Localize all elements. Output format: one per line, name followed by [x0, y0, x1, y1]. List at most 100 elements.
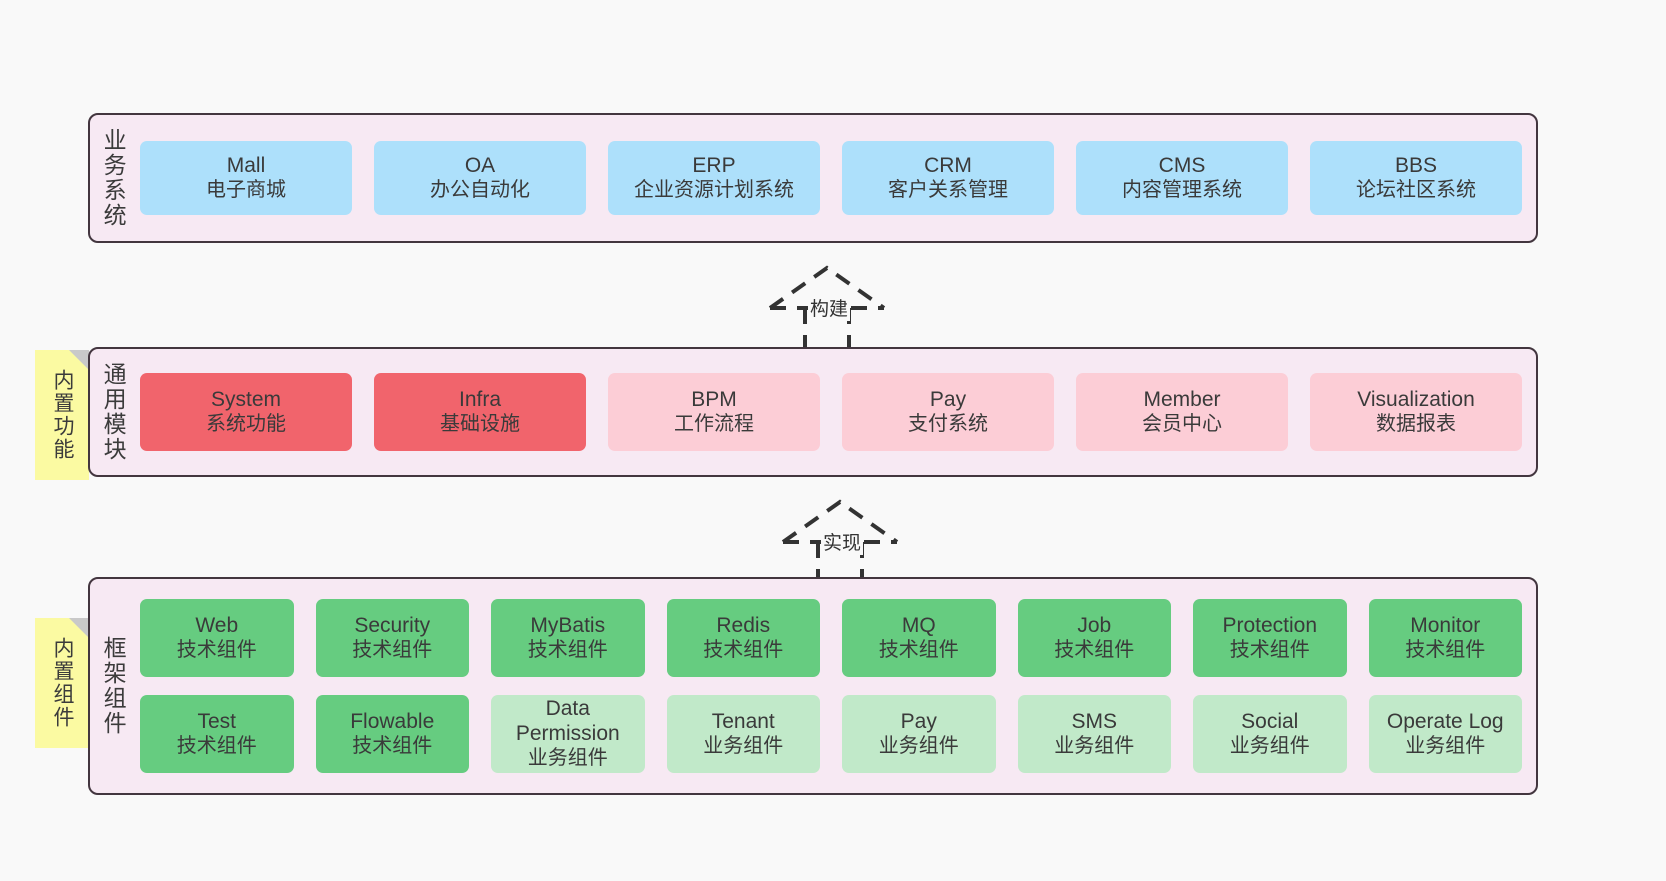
box-title: Tenant: [711, 709, 775, 733]
box-title: Job: [1077, 613, 1112, 637]
box-title: SMS: [1071, 709, 1117, 733]
box-subtitle: 业务组件: [1054, 734, 1135, 757]
box-subtitle: 内容管理系统: [1122, 178, 1242, 201]
box-title: MyBatis: [530, 613, 606, 637]
box-subtitle: 会员中心: [1142, 412, 1222, 435]
box-subtitle: 技术组件: [703, 638, 784, 661]
box-title: Protection: [1222, 613, 1318, 637]
box-mall[interactable]: Mall 电子商城: [140, 141, 352, 215]
box-member[interactable]: Member 会员中心: [1076, 373, 1288, 451]
layer-body-framework-components: Web 技术组件 Security 技术组件 MyBatis 技术组件 Redi…: [136, 579, 1536, 793]
box-subtitle: 办公自动化: [430, 178, 530, 201]
box-infra[interactable]: Infra 基础设施: [374, 373, 586, 451]
box-crm[interactable]: CRM 客户关系管理: [842, 141, 1054, 215]
box-social[interactable]: Social 业务组件: [1193, 695, 1347, 773]
box-title: ERP: [692, 153, 736, 177]
box-test[interactable]: Test 技术组件: [140, 695, 294, 773]
box-title: Pay: [900, 709, 937, 733]
box-pay-business[interactable]: Pay 业务组件: [842, 695, 996, 773]
box-title: Operate Log: [1386, 709, 1504, 733]
box-title: Infra: [458, 387, 502, 411]
box-title: Member: [1143, 387, 1221, 411]
box-title: Social: [1241, 709, 1299, 733]
arrowhead-triangle-dashed: [768, 265, 886, 310]
layer-title-framework-components: 框架组件: [100, 636, 127, 736]
box-title: Redis: [716, 613, 771, 637]
box-bpm[interactable]: BPM 工作流程: [608, 373, 820, 451]
box-subtitle: 电子商城: [206, 178, 286, 201]
box-subtitle: 系统功能: [206, 412, 286, 435]
box-title: Web: [195, 613, 239, 637]
box-erp[interactable]: ERP 企业资源计划系统: [608, 141, 820, 215]
box-title: System: [210, 387, 281, 411]
box-title: CMS: [1158, 153, 1206, 177]
layer-title-business-systems: 业务系统: [100, 128, 127, 228]
box-subtitle: 数据报表: [1376, 412, 1456, 435]
box-subtitle: 技术组件: [352, 638, 433, 661]
box-title: Monitor: [1410, 613, 1481, 637]
box-subtitle: 技术组件: [1054, 638, 1135, 661]
box-system[interactable]: System 系统功能: [140, 373, 352, 451]
box-subtitle: 技术组件: [527, 638, 608, 661]
layer-framework-components: 框架组件 Web 技术组件 Security 技术组件 MyBatis 技术组件…: [88, 577, 1538, 795]
note-fold-corner-icon: [69, 618, 89, 638]
box-oa[interactable]: OA 办公自动化: [374, 141, 586, 215]
box-subtitle: 企业资源计划系统: [634, 178, 794, 201]
box-security[interactable]: Security 技术组件: [315, 599, 469, 677]
box-subtitle: 业务组件: [878, 734, 959, 757]
box-redis[interactable]: Redis 技术组件: [666, 599, 820, 677]
box-cms[interactable]: CMS 内容管理系统: [1076, 141, 1288, 215]
box-subtitle: 技术组件: [878, 638, 959, 661]
box-row: Web 技术组件 Security 技术组件 MyBatis 技术组件 Redi…: [140, 599, 1522, 677]
box-row: Mall 电子商城 OA 办公自动化 ERP 企业资源计划系统 CRM 客户关系…: [140, 141, 1522, 215]
box-flowable[interactable]: Flowable 技术组件: [315, 695, 469, 773]
box-tenant[interactable]: Tenant 业务组件: [666, 695, 820, 773]
box-subtitle: 技术组件: [352, 734, 433, 757]
connector-implement: 实现: [768, 492, 918, 584]
layer-common-modules: 通用模块 System 系统功能 Infra 基础设施 BPM 工作流程 Pay…: [88, 347, 1538, 477]
box-sms[interactable]: SMS 业务组件: [1017, 695, 1171, 773]
box-title: BPM: [691, 387, 737, 411]
box-bbs[interactable]: BBS 论坛社区系统: [1310, 141, 1522, 215]
note-builtin-features: 内置功能: [35, 350, 89, 480]
box-subtitle: 业务组件: [1229, 734, 1310, 757]
box-visualization[interactable]: Visualization 数据报表: [1310, 373, 1522, 451]
box-subtitle: 客户关系管理: [888, 178, 1008, 201]
box-monitor[interactable]: Monitor 技术组件: [1368, 599, 1522, 677]
layer-title-common-modules: 通用模块: [100, 362, 127, 462]
box-web[interactable]: Web 技术组件: [140, 599, 294, 677]
box-subtitle: 支付系统: [908, 412, 988, 435]
note-text: 内置功能: [51, 369, 75, 461]
box-mq[interactable]: MQ 技术组件: [842, 599, 996, 677]
box-subtitle: 工作流程: [674, 412, 754, 435]
box-title: BBS: [1394, 153, 1438, 177]
box-subtitle: 技术组件: [1405, 638, 1486, 661]
box-subtitle: 技术组件: [1229, 638, 1310, 661]
box-mybatis[interactable]: MyBatis 技术组件: [491, 599, 645, 677]
box-pay[interactable]: Pay 支付系统: [842, 373, 1054, 451]
box-subtitle: 业务组件: [527, 746, 608, 769]
box-title: Visualization: [1357, 387, 1475, 411]
box-subtitle: 技术组件: [176, 734, 257, 757]
box-subtitle: 业务组件: [703, 734, 784, 757]
layer-body-common-modules: System 系统功能 Infra 基础设施 BPM 工作流程 Pay 支付系统…: [136, 349, 1536, 475]
box-title: CRM: [924, 153, 972, 177]
box-operate-log[interactable]: Operate Log 业务组件: [1368, 695, 1522, 773]
box-protection[interactable]: Protection 技术组件: [1193, 599, 1347, 677]
box-title: Security: [354, 613, 431, 637]
box-title: Flowable: [350, 709, 435, 733]
box-title: MQ: [901, 613, 936, 637]
note-builtin-components: 内置组件: [35, 618, 89, 748]
box-title: Mall: [226, 153, 266, 177]
box-title: Data Permission: [515, 697, 620, 746]
box-title: Test: [197, 709, 236, 733]
box-job[interactable]: Job 技术组件: [1017, 599, 1171, 677]
layer-body-business-systems: Mall 电子商城 OA 办公自动化 ERP 企业资源计划系统 CRM 客户关系…: [136, 115, 1536, 241]
box-subtitle: 论坛社区系统: [1356, 178, 1476, 201]
box-subtitle: 基础设施: [440, 412, 520, 435]
box-data-permission[interactable]: Data Permission 业务组件: [491, 695, 645, 773]
box-row: Test 技术组件 Flowable 技术组件 Data Permission …: [140, 695, 1522, 773]
arrowhead-triangle-dashed: [781, 499, 899, 544]
note-text: 内置组件: [51, 637, 75, 729]
